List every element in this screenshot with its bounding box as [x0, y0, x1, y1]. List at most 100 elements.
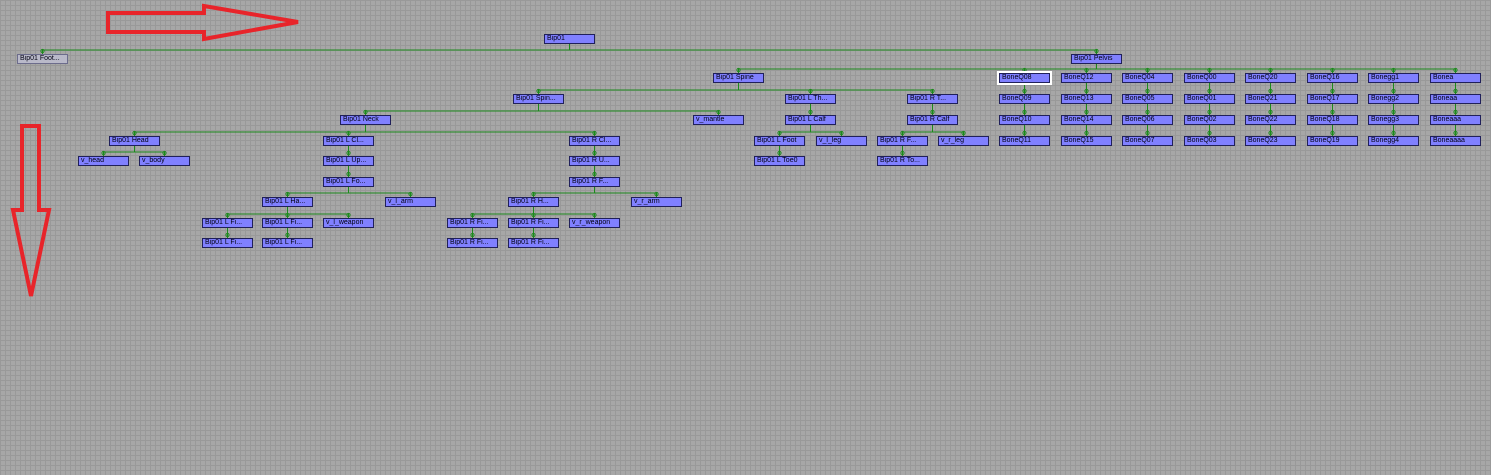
expand-triangle-icon[interactable]	[1061, 73, 1067, 74]
node-r-thigh[interactable]: Bip01 R T...	[907, 94, 958, 104]
expand-triangle-icon[interactable]	[508, 218, 514, 219]
node-bones-5-0[interactable]: BoneQ16	[1307, 73, 1358, 83]
node-bones-2-0[interactable]: BoneQ04	[1122, 73, 1173, 83]
node-pelvis[interactable]: Bip01 Pelvis	[1071, 54, 1122, 64]
node-v-l-leg[interactable]: v_l_leg	[816, 136, 867, 146]
expand-triangle-icon[interactable]	[1184, 136, 1190, 137]
node-bones-4-3[interactable]: BoneQ23	[1245, 136, 1296, 146]
node-l-finger1-1[interactable]: Bip01 L Fi...	[262, 238, 313, 248]
expand-triangle-icon[interactable]	[1071, 54, 1077, 55]
node-bones-6-1[interactable]: Bonegg2	[1368, 94, 1419, 104]
node-spine1[interactable]: Bip01 Spin...	[513, 94, 564, 104]
node-l-finger1[interactable]: Bip01 L Fi...	[262, 218, 313, 228]
node-bones-6-0[interactable]: Bonegg1	[1368, 73, 1419, 83]
expand-triangle-icon[interactable]	[340, 115, 346, 116]
node-bones-5-1[interactable]: BoneQ17	[1307, 94, 1358, 104]
expand-triangle-icon[interactable]	[1184, 94, 1190, 95]
expand-triangle-icon[interactable]	[999, 73, 1005, 74]
expand-triangle-icon[interactable]	[109, 136, 115, 137]
node-bones-7-2[interactable]: Boneaaa	[1430, 115, 1481, 125]
expand-triangle-icon[interactable]	[713, 73, 719, 74]
expand-triangle-icon[interactable]	[1122, 94, 1128, 95]
expand-triangle-icon[interactable]	[78, 156, 84, 157]
node-r-toe0[interactable]: Bip01 R To...	[877, 156, 928, 166]
node-r-finger0-1[interactable]: Bip01 R Fi...	[447, 238, 498, 248]
node-bones-7-1[interactable]: Boneaa	[1430, 94, 1481, 104]
node-v-r-arm[interactable]: v_r_arm	[631, 197, 682, 207]
expand-triangle-icon[interactable]	[877, 136, 883, 137]
node-bones-1-2[interactable]: BoneQ14	[1061, 115, 1112, 125]
node-footsteps[interactable]: Bip01 Foot...	[17, 54, 68, 64]
expand-triangle-icon[interactable]	[1368, 73, 1374, 74]
expand-triangle-icon[interactable]	[1184, 115, 1190, 116]
expand-triangle-icon[interactable]	[139, 156, 145, 157]
expand-triangle-icon[interactable]	[1307, 73, 1313, 74]
expand-triangle-icon[interactable]	[569, 136, 575, 137]
node-bones-0-3[interactable]: BoneQ11	[999, 136, 1050, 146]
node-bones-3-1[interactable]: BoneQ01	[1184, 94, 1235, 104]
node-v-body[interactable]: v_body	[139, 156, 190, 166]
expand-triangle-icon[interactable]	[1061, 94, 1067, 95]
node-l-forearm[interactable]: Bip01 L Fo...	[323, 177, 374, 187]
expand-triangle-icon[interactable]	[508, 238, 514, 239]
expand-triangle-icon[interactable]	[1368, 94, 1374, 95]
node-bones-3-0[interactable]: BoneQ00	[1184, 73, 1235, 83]
expand-triangle-icon[interactable]	[262, 218, 268, 219]
node-mantle[interactable]: v_mantle	[693, 115, 744, 125]
expand-triangle-icon[interactable]	[569, 177, 575, 178]
expand-triangle-icon[interactable]	[323, 156, 329, 157]
expand-triangle-icon[interactable]	[1122, 136, 1128, 137]
node-v-l-arm[interactable]: v_l_arm	[385, 197, 436, 207]
node-bones-2-2[interactable]: BoneQ06	[1122, 115, 1173, 125]
expand-triangle-icon[interactable]	[447, 238, 453, 239]
node-l-upperarm[interactable]: Bip01 L Up...	[323, 156, 374, 166]
node-r-calf[interactable]: Bip01 R Calf	[907, 115, 958, 125]
node-r-finger0[interactable]: Bip01 R Fi...	[447, 218, 498, 228]
node-v-r-weapon[interactable]: v_r_weapon	[569, 218, 620, 228]
node-bones-1-3[interactable]: BoneQ15	[1061, 136, 1112, 146]
expand-triangle-icon[interactable]	[1184, 73, 1190, 74]
node-bones-0-0[interactable]: BoneQ08	[999, 73, 1050, 83]
node-l-finger0[interactable]: Bip01 L Fi...	[202, 218, 253, 228]
expand-triangle-icon[interactable]	[785, 115, 791, 116]
expand-triangle-icon[interactable]	[1061, 136, 1067, 137]
node-l-calf[interactable]: Bip01 L Calf	[785, 115, 836, 125]
expand-triangle-icon[interactable]	[1122, 73, 1128, 74]
node-bones-0-2[interactable]: BoneQ10	[999, 115, 1050, 125]
node-v-r-leg[interactable]: v_r_leg	[938, 136, 989, 146]
expand-triangle-icon[interactable]	[1245, 94, 1251, 95]
node-r-upperarm[interactable]: Bip01 R U...	[569, 156, 620, 166]
node-bones-2-3[interactable]: BoneQ07	[1122, 136, 1173, 146]
expand-triangle-icon[interactable]	[999, 94, 1005, 95]
node-l-clavicle[interactable]: Bip01 L Cl...	[323, 136, 374, 146]
expand-triangle-icon[interactable]	[785, 94, 791, 95]
node-bones-2-1[interactable]: BoneQ05	[1122, 94, 1173, 104]
node-bones-4-0[interactable]: BoneQ20	[1245, 73, 1296, 83]
node-head[interactable]: Bip01 Head	[109, 136, 160, 146]
expand-triangle-icon[interactable]	[693, 115, 699, 116]
expand-triangle-icon[interactable]	[569, 218, 575, 219]
expand-triangle-icon[interactable]	[1430, 73, 1436, 74]
expand-triangle-icon[interactable]	[1061, 115, 1067, 116]
expand-triangle-icon[interactable]	[999, 136, 1005, 137]
expand-triangle-icon[interactable]	[907, 94, 913, 95]
node-bones-0-1[interactable]: BoneQ09	[999, 94, 1050, 104]
expand-triangle-icon[interactable]	[508, 197, 514, 198]
node-l-finger0-1[interactable]: Bip01 L Fi...	[202, 238, 253, 248]
expand-triangle-icon[interactable]	[631, 197, 637, 198]
expand-triangle-icon[interactable]	[816, 136, 822, 137]
expand-triangle-icon[interactable]	[262, 238, 268, 239]
expand-triangle-icon[interactable]	[569, 156, 575, 157]
node-bones-4-1[interactable]: BoneQ21	[1245, 94, 1296, 104]
expand-triangle-icon[interactable]	[754, 156, 760, 157]
expand-triangle-icon[interactable]	[754, 136, 760, 137]
expand-triangle-icon[interactable]	[544, 34, 550, 35]
node-bones-6-2[interactable]: Bonegg3	[1368, 115, 1419, 125]
node-r-finger1-1[interactable]: Bip01 R Fi...	[508, 238, 559, 248]
node-bones-7-3[interactable]: Boneaaaa	[1430, 136, 1481, 146]
node-bones-7-0[interactable]: Bonea	[1430, 73, 1481, 83]
node-l-hand[interactable]: Bip01 L Ha...	[262, 197, 313, 207]
node-r-forearm[interactable]: Bip01 R F...	[569, 177, 620, 187]
expand-triangle-icon[interactable]	[1368, 115, 1374, 116]
